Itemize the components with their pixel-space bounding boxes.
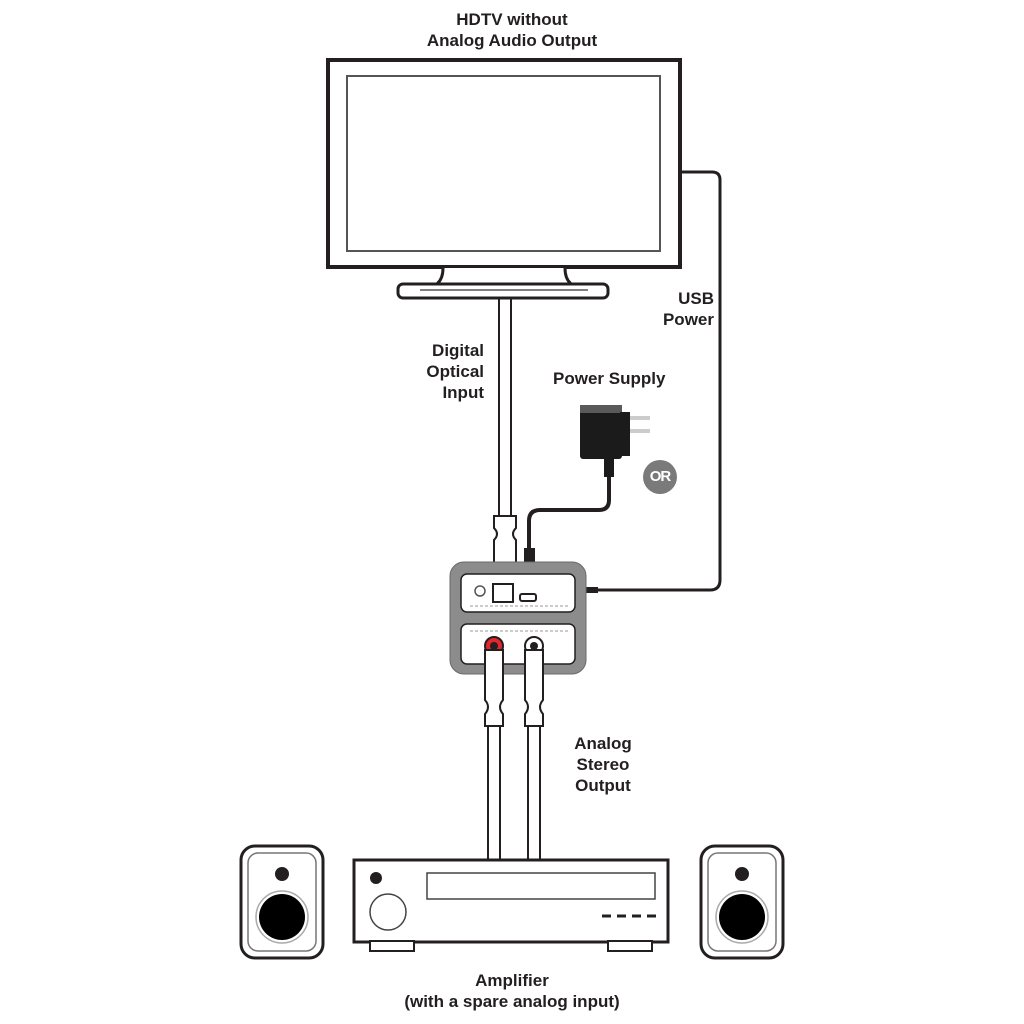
amplifier-knob [369,893,407,931]
power-supply-label: Power Supply [553,369,666,388]
usb-power-cable [598,170,722,592]
optical-input-label: Digital Optical Input [400,340,484,403]
usb-power-label: USB Power [640,288,714,330]
rca-cable-left [484,649,504,860]
amplifier-label-line-2: (with a spare analog input) [404,992,620,1011]
amplifier [352,858,670,952]
optical-label-line-1: Digital [432,341,484,360]
usb-label-line-2: Power [662,310,714,329]
rca-cable-right [524,649,544,860]
analog-label-line-2: Stereo [576,755,630,774]
hdtv-label-line-2: Analog Audio Output [426,31,598,50]
or-badge: OR [643,460,677,494]
power-supply-cable [527,477,611,548]
speaker-right [699,844,785,960]
amplifier-label: Amplifier (with a spare analog input) [362,970,662,1012]
power-adapter [580,405,650,477]
optical-label-line-2: Optical [426,362,484,381]
tv-screen [346,75,661,252]
hdtv-label: HDTV without Analog Audio Output [392,9,632,51]
optical-label-line-3: Input [442,383,484,402]
analog-output-label: Analog Stereo Output [560,733,646,796]
speaker-left [239,844,325,960]
optical-cable [493,298,517,577]
hdtv-label-line-1: HDTV without [456,10,568,29]
analog-label-line-3: Output [575,776,631,795]
usb-label-line-1: USB [678,289,714,308]
tv-stand-base [396,282,610,300]
hdtv [326,58,682,300]
converter-box [449,561,587,675]
amplifier-display [426,872,656,900]
amplifier-label-line-1: Amplifier [475,971,549,990]
analog-label-line-1: Analog [574,734,632,753]
